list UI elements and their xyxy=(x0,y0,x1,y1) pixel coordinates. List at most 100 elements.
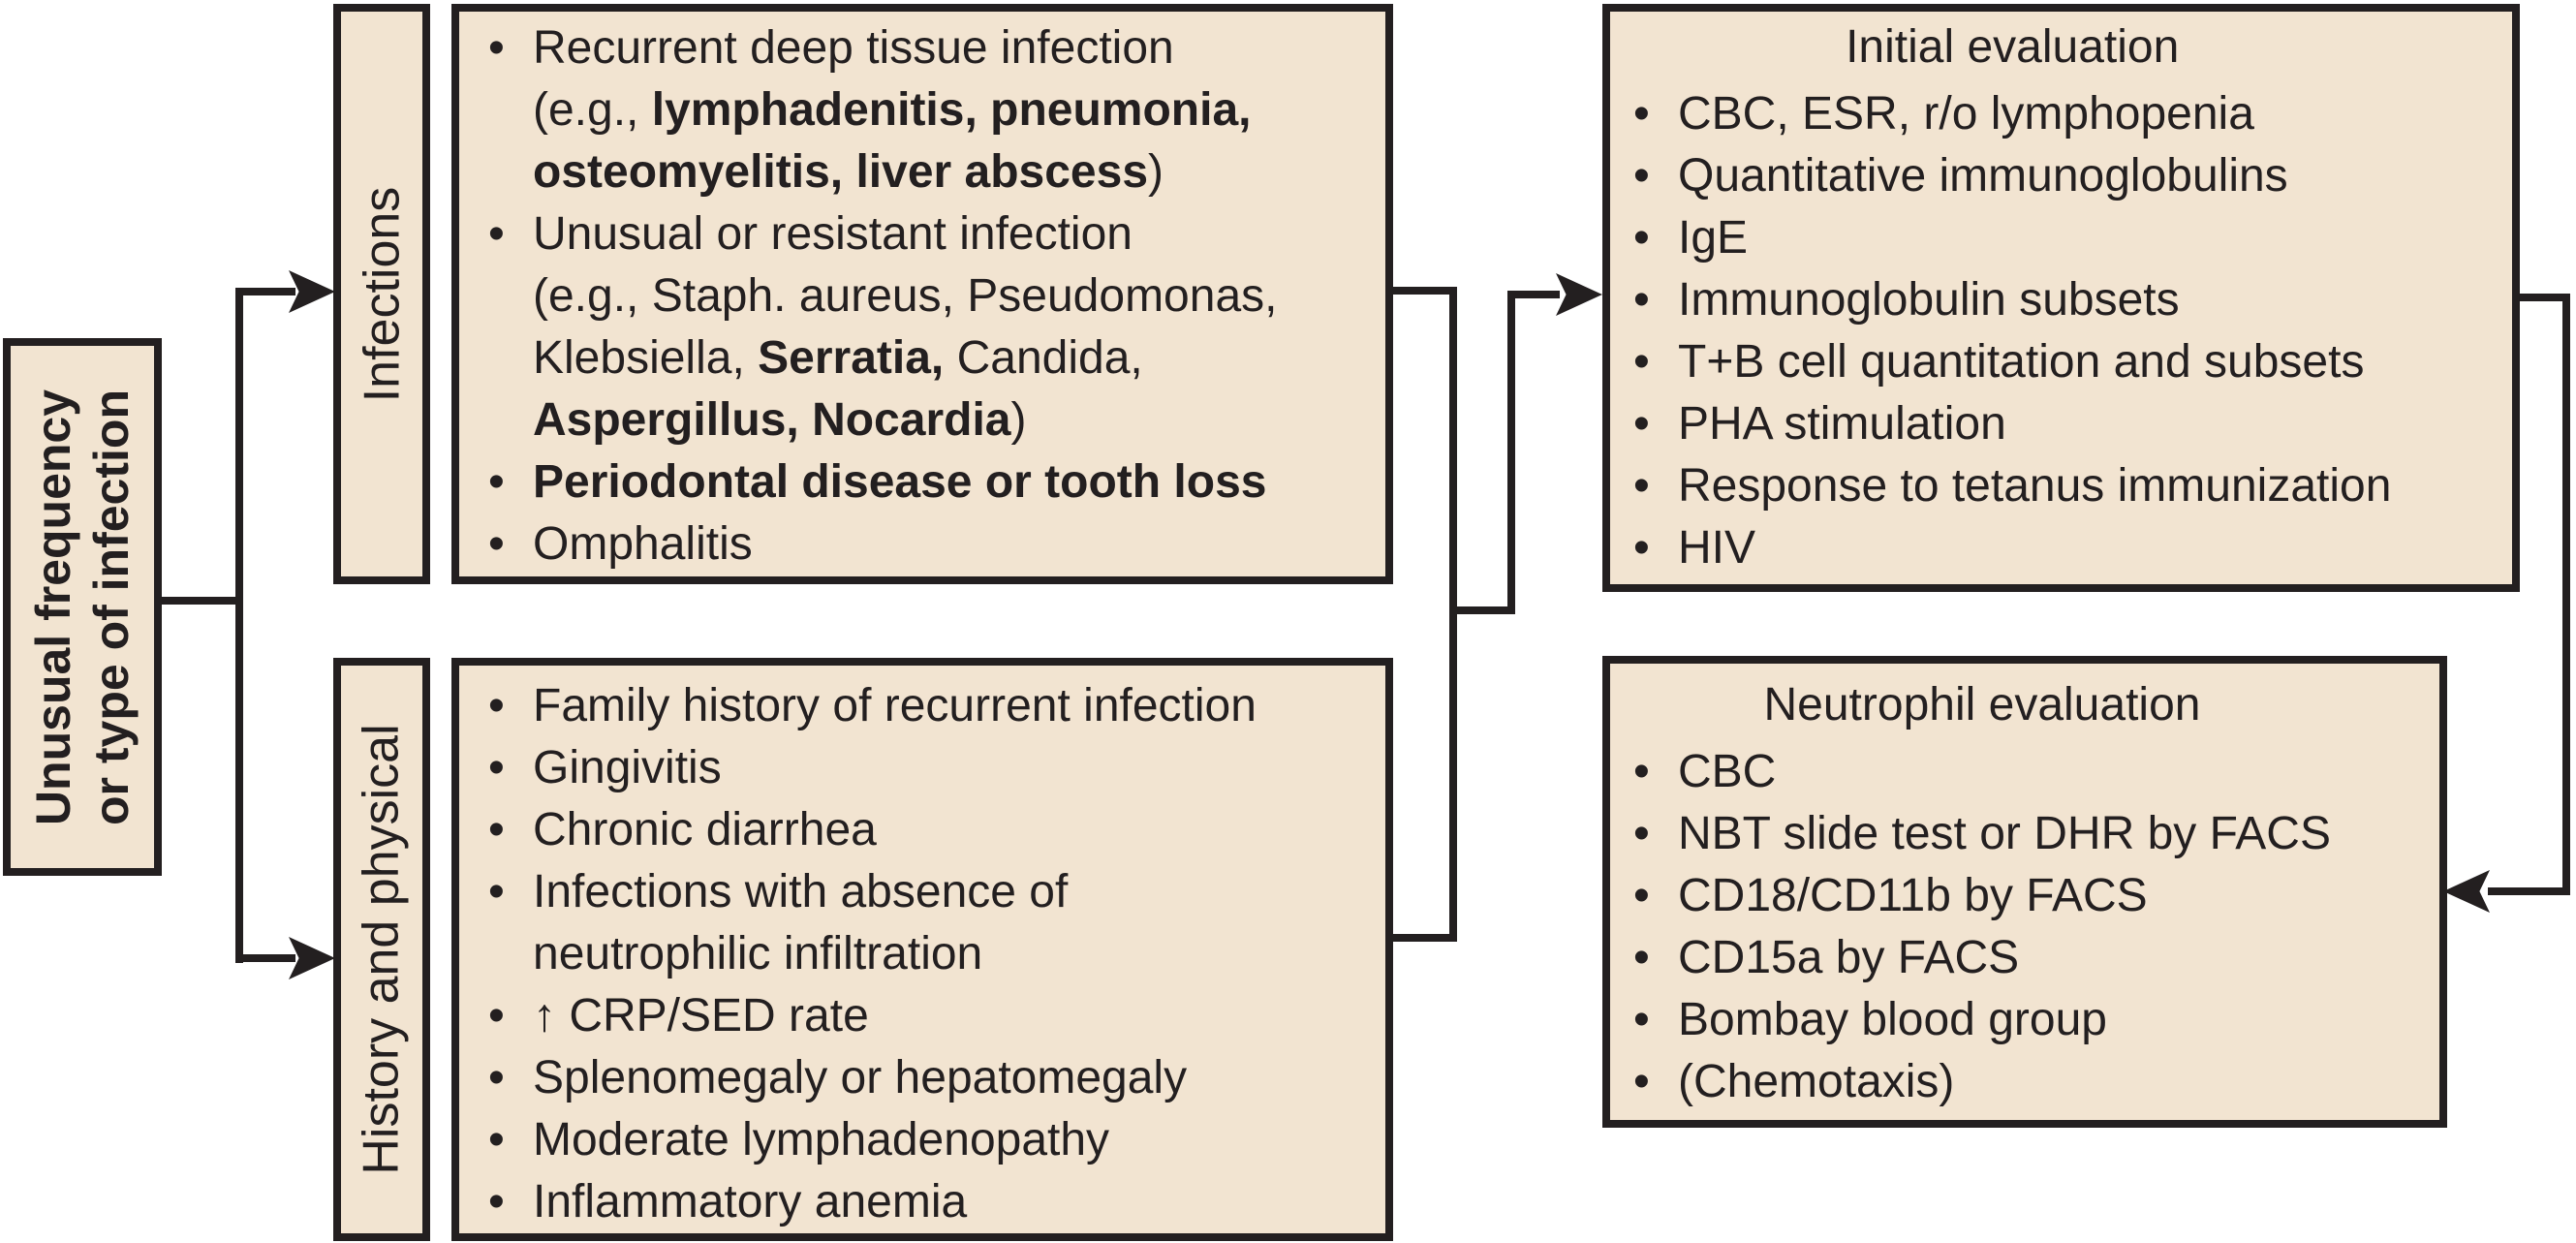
list-item-text: Chronic diarrhea xyxy=(533,804,877,855)
bullet-glyph: • xyxy=(1633,460,1650,512)
connector-history-exit xyxy=(1393,934,1457,942)
list-item-text: Klebsiella, xyxy=(533,332,759,384)
bullet-glyph: • xyxy=(1633,932,1650,983)
initial-evaluation-panel: Initial evaluation • CBC, ESR, r/o lympho… xyxy=(1610,12,2391,579)
list-item-text: T+B cell quantitation and subsets xyxy=(1678,336,2365,388)
list-item: • Infections with absence of xyxy=(488,861,1257,923)
list-item: •CBC xyxy=(1633,741,2331,803)
list-item: •Chronic diarrhea xyxy=(488,799,1257,861)
list-item-text: ) xyxy=(1010,394,1027,446)
root-condition-line2: or type of infection xyxy=(84,388,140,825)
list-item-text: Response to tetanus immunization xyxy=(1678,460,2392,512)
list-item: • Response to tetanus immunization xyxy=(1633,455,2391,517)
list-item-text: Recurrent deep tissue infection xyxy=(533,22,1174,74)
list-item: • IgE xyxy=(1633,207,2391,269)
list-item-text: Quantitative immunoglobulins xyxy=(1678,150,2288,202)
history-label-box: History and physical xyxy=(333,658,430,1241)
list-item: (e.g., Staph. aureus, Pseudomonas, xyxy=(488,265,1277,327)
list-item: •CD15a by FACS xyxy=(1633,927,2331,989)
list-item-text: Family history of recurrent infection xyxy=(533,680,1257,731)
list-item-text: HIV xyxy=(1678,522,1756,574)
arrowhead-into-infections-icon xyxy=(289,270,335,313)
list-item-text: Infections with absence of xyxy=(533,866,1069,917)
history-content-box: • Family history of recurrent infection •G… xyxy=(451,658,1393,1241)
infections-label: Infections xyxy=(354,186,411,402)
arrowhead-into-initial-icon xyxy=(1556,273,1602,316)
list-item: •PHA stimulation xyxy=(1633,393,2391,455)
list-item-text: ↑ CRP/SED rate xyxy=(533,990,869,1041)
list-item-text: NBT slide test or DHR by FACS xyxy=(1678,808,2331,859)
list-item: Aspergillus, Nocardia) xyxy=(488,389,1277,451)
history-label: History and physical xyxy=(354,724,410,1175)
list-item: •Bombay blood group xyxy=(1633,989,2331,1051)
list-item: • NBT slide test or DHR by FACS xyxy=(1633,803,2331,865)
list-item: •Inflammatory anemia xyxy=(488,1171,1257,1233)
history-label-wrap: History and physical xyxy=(341,666,422,1233)
connector-branch-vertical xyxy=(235,288,243,963)
bullet-glyph: • xyxy=(488,456,505,508)
bullet-glyph: • xyxy=(1633,212,1650,264)
infections-list: • Recurrent deep tissue infection(e.g., l… xyxy=(459,12,1277,575)
connector-right-vertical xyxy=(2562,294,2570,895)
bullet-glyph: • xyxy=(1633,1056,1650,1107)
list-item-text: CD18/CD11b by FACS xyxy=(1678,870,2148,921)
list-item-text: IgE xyxy=(1678,212,1749,264)
list-item: •Gingivitis xyxy=(488,737,1257,799)
bullet-glyph: • xyxy=(1633,336,1650,388)
initial-evaluation-title: Initial evaluation xyxy=(1846,21,2180,73)
arrowhead-into-history-icon xyxy=(289,937,335,979)
list-item-text: Unusual or resistant infection xyxy=(533,208,1133,260)
list-item: • CBC, ESR, r/o lymphopenia xyxy=(1633,83,2391,145)
list-item-text: CBC xyxy=(1678,746,1777,797)
infections-label-box: Infections xyxy=(333,4,430,584)
list-item: osteomyelitis, liver abscess) xyxy=(488,141,1277,203)
initial-evaluation-list: • CBC, ESR, r/o lymphopenia • Quantitative … xyxy=(1633,83,2391,579)
list-item-text: Splenomegaly or hepatomegaly xyxy=(533,1052,1188,1103)
list-item: • Quantitative immunoglobulins xyxy=(1633,145,2391,207)
bullet-glyph: • xyxy=(1633,150,1650,202)
history-list: • Family history of recurrent infection •G… xyxy=(459,666,1257,1233)
arrowhead-into-neutrophil-icon xyxy=(2443,870,2490,913)
bullet-glyph: • xyxy=(488,680,505,731)
list-item-text: Aspergillus, Nocardia xyxy=(533,394,1011,446)
list-item: • Recurrent deep tissue infection xyxy=(488,17,1277,79)
connector-merge-branch xyxy=(1449,606,1515,614)
list-item: •Periodontal disease or tooth loss xyxy=(488,451,1277,513)
neutrophil-evaluation-list: •CBC•NBT slide test or DHR by FACS•CD18/… xyxy=(1633,741,2331,1113)
bullet-glyph: • xyxy=(1633,808,1650,859)
list-item: Klebsiella, Serratia, Candida, xyxy=(488,327,1277,389)
bullet-glyph: • xyxy=(488,1114,505,1165)
list-item-text: PHA stimulation xyxy=(1678,398,2006,450)
list-item-text: osteomyelitis, liver abscess xyxy=(533,146,1149,198)
list-item: •Moderate lymphadenopathy xyxy=(488,1109,1257,1171)
connector-root-exit xyxy=(162,597,243,605)
list-item-text: Candida, xyxy=(944,332,1143,384)
list-item: •Immunoglobulin subsets xyxy=(1633,269,2391,331)
bullet-glyph: • xyxy=(488,1052,505,1103)
list-item-text: CBC, ESR, r/o lymphopenia xyxy=(1678,88,2254,140)
connector-infections-exit xyxy=(1393,287,1457,295)
connector-to-initial xyxy=(1507,291,1560,298)
root-condition-box: Unusual frequency or type of infection xyxy=(3,338,162,876)
list-item-text: (e.g., Staph. aureus, Pseudomonas, xyxy=(533,270,1278,322)
bullet-glyph: • xyxy=(488,866,505,917)
connector-to-infections xyxy=(235,288,295,295)
list-item-text: neutrophilic infiltration xyxy=(533,928,983,979)
list-item: •Omphalitis xyxy=(488,513,1277,575)
list-item-text: ) xyxy=(1148,146,1164,198)
bullet-glyph: • xyxy=(1633,88,1650,140)
neutrophil-evaluation-panel: Neutrophil evaluation •CBC•NBT slide tes… xyxy=(1610,664,2331,1113)
list-item: •(Chemotaxis) xyxy=(1633,1051,2331,1113)
infections-content-box: • Recurrent deep tissue infection(e.g., l… xyxy=(451,4,1393,584)
connector-to-neutrophil xyxy=(2488,887,2570,895)
bullet-glyph: • xyxy=(1633,274,1650,326)
connector-initial-exit xyxy=(2520,294,2570,301)
root-condition-line1: Unusual frequency xyxy=(26,388,81,825)
list-item: (e.g., lymphadenitis, pneumonia, xyxy=(488,79,1277,141)
bullet-glyph: • xyxy=(1633,994,1650,1045)
bullet-glyph: • xyxy=(488,1176,505,1227)
neutrophil-evaluation-title: Neutrophil evaluation xyxy=(1763,679,2201,730)
bullet-glyph: • xyxy=(488,22,505,74)
bullet-glyph: • xyxy=(488,208,505,260)
